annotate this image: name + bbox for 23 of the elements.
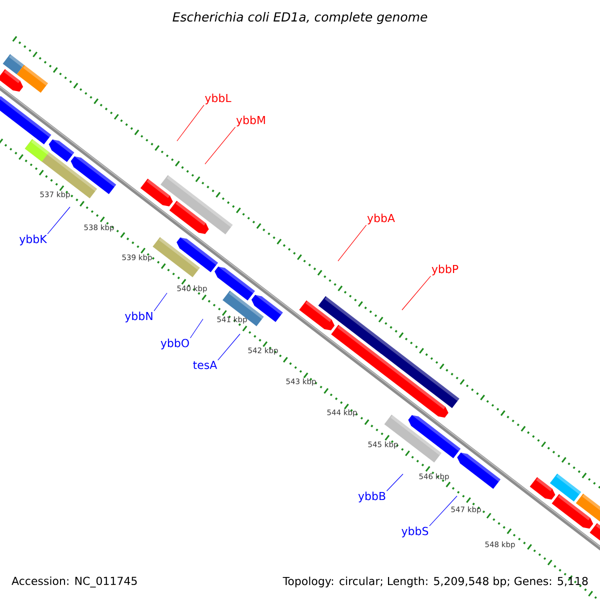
gene-label: tesA	[193, 360, 218, 370]
leader-line	[429, 496, 458, 526]
leader-line	[338, 224, 367, 262]
gene-label: ybbK	[19, 234, 48, 246]
leader-line	[190, 318, 204, 338]
gene-label: ybbL	[205, 94, 232, 104]
genome-info-text: Topology: circular; Length: 5,209,548 bp; Genes: 5,118	[282, 576, 588, 588]
title: Escherichia coli ED1a, complete genome	[172, 12, 428, 24]
leader-line	[402, 276, 432, 310]
gene-label: ybbB	[358, 492, 386, 502]
leader-line	[154, 292, 168, 312]
leader-line	[386, 474, 404, 492]
gene-label: ybbM	[236, 116, 265, 126]
gene-label: ybbO	[160, 338, 189, 350]
gene-label: ybbA	[367, 214, 395, 224]
accession-text: Accession: NC_011745	[12, 576, 137, 588]
leader-line	[176, 104, 204, 142]
leader-line	[204, 126, 236, 164]
leader-line	[47, 206, 70, 234]
leader-line	[218, 334, 240, 361]
gene-label: ybbN	[124, 312, 152, 322]
gene-label: ybbS	[402, 526, 428, 538]
gene-label: ybbP	[432, 264, 458, 276]
